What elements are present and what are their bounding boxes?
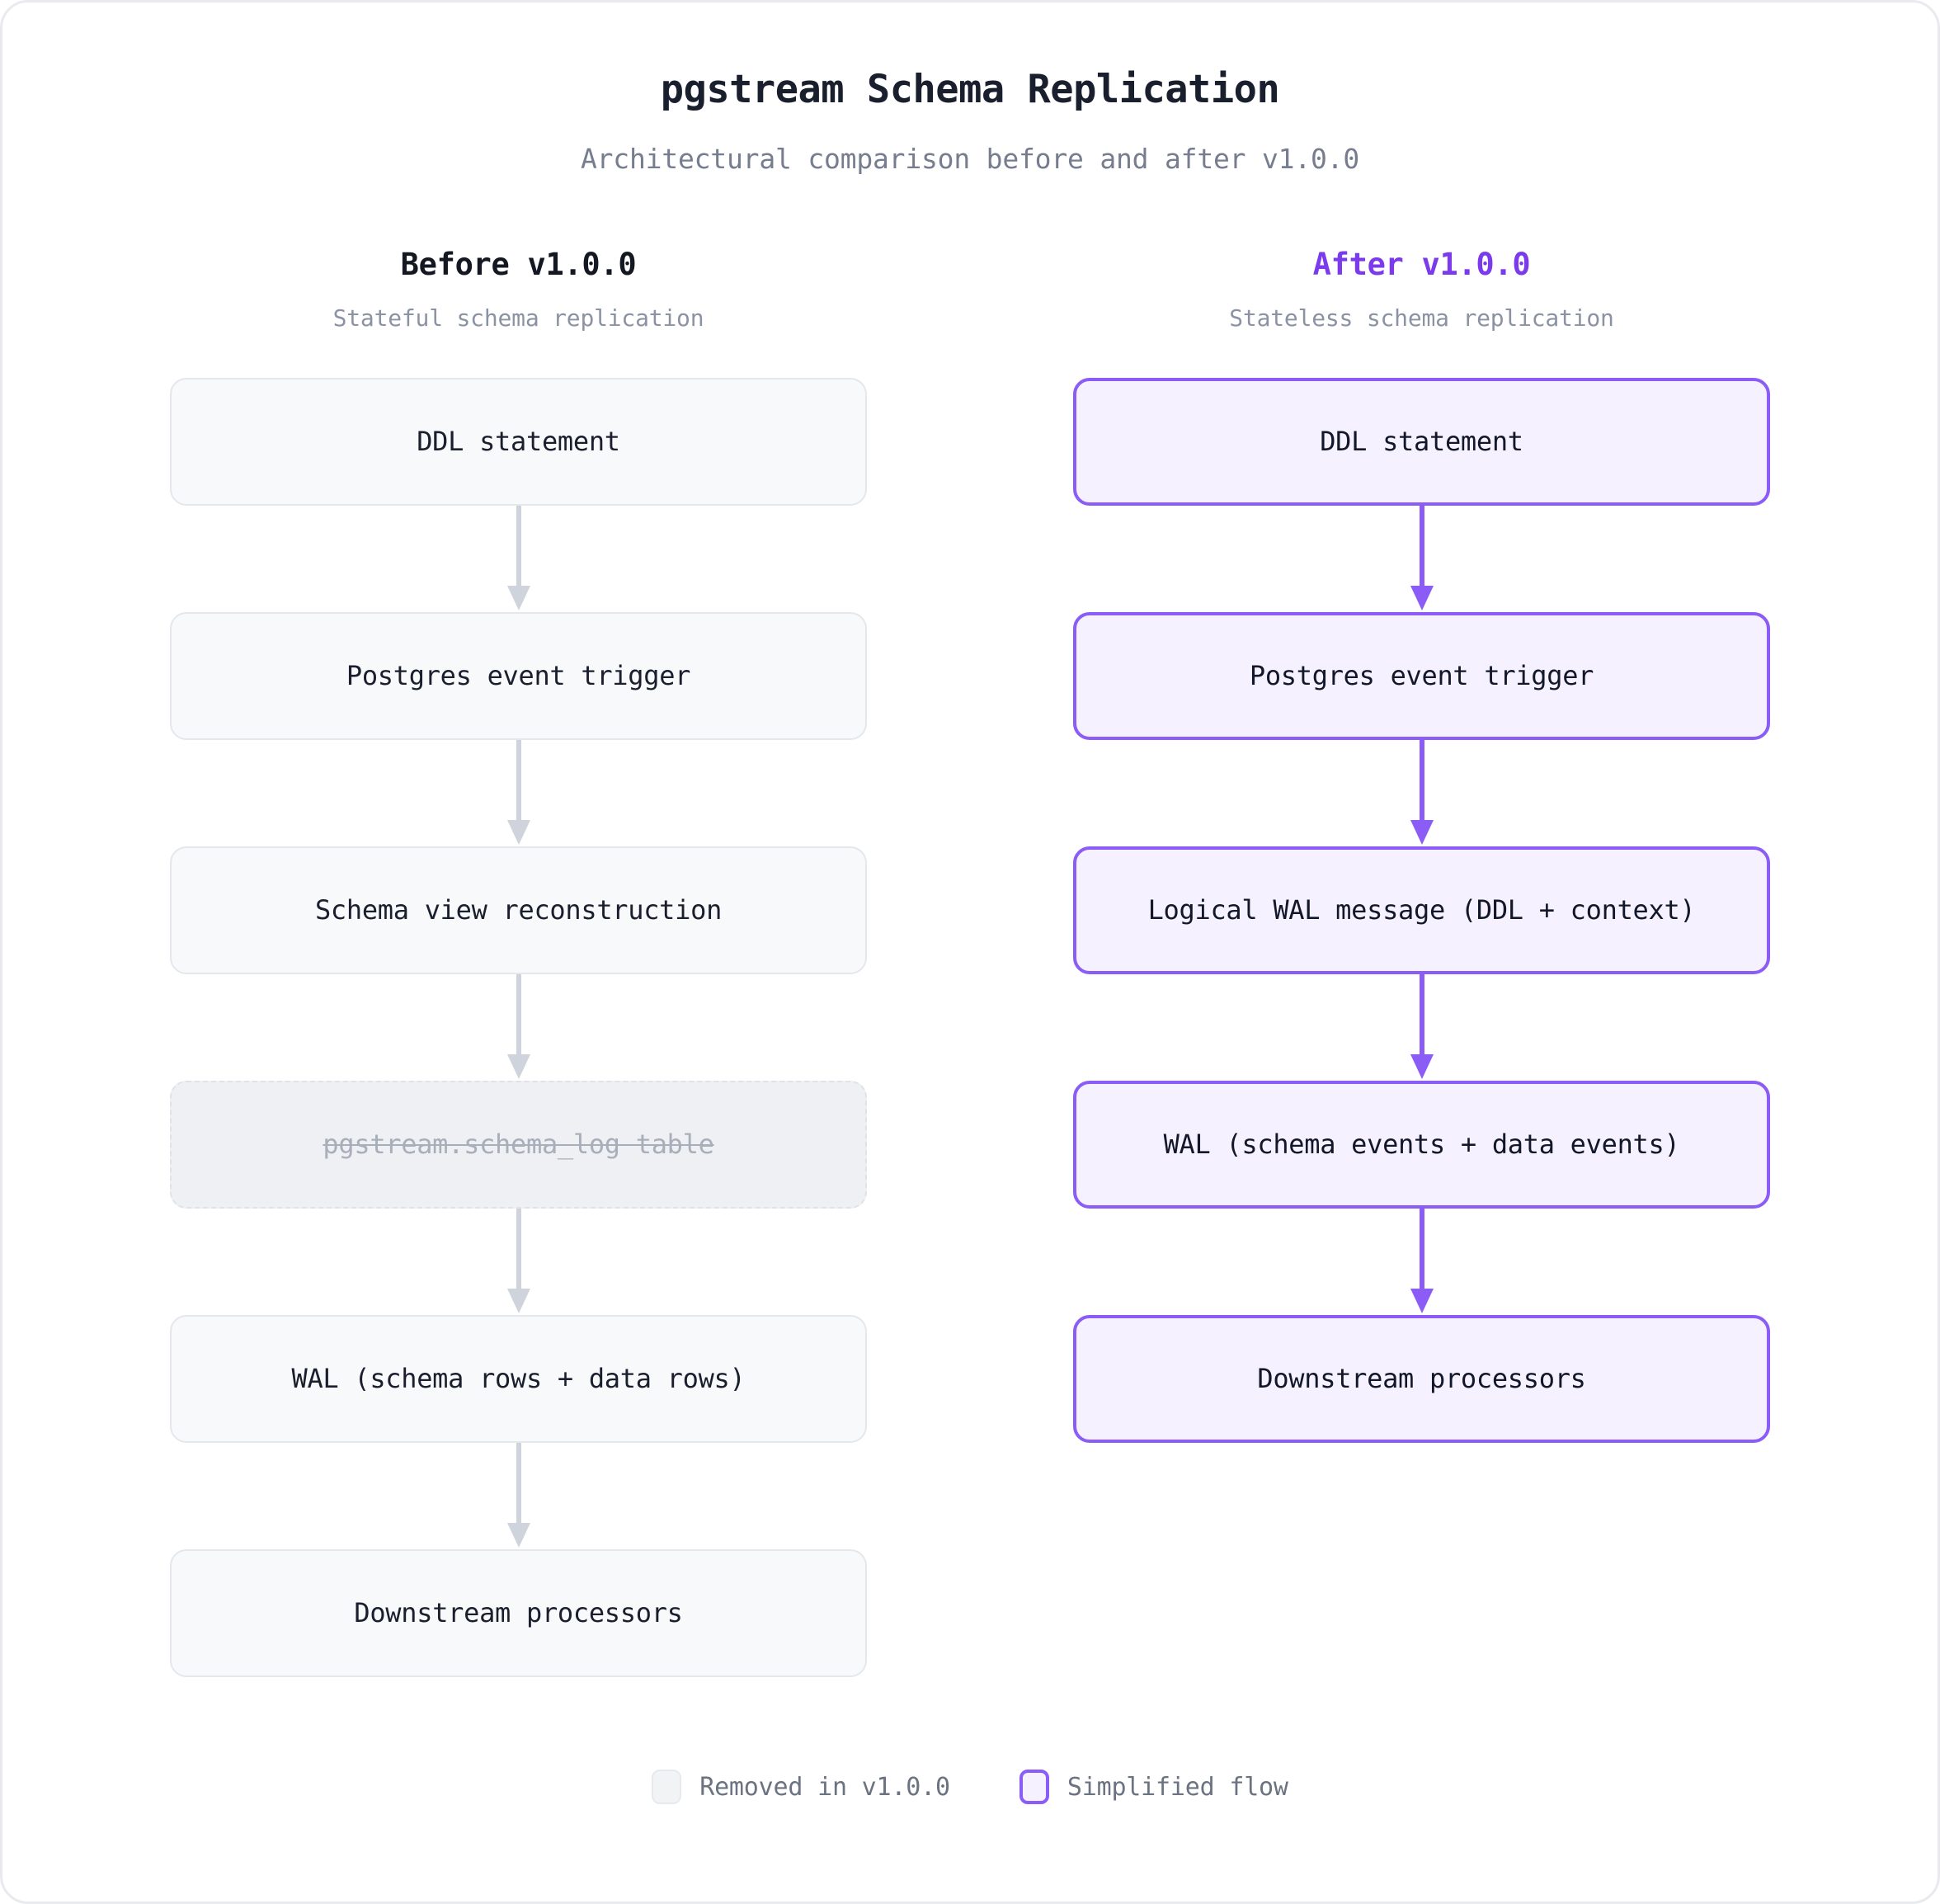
page-subtitle: Architectural comparison before and afte… — [580, 143, 1360, 176]
column-after: After v1.0.0 Stateless schema replicatio… — [1073, 246, 1770, 1676]
arrow-down-icon — [506, 1442, 530, 1548]
node-after-1[interactable]: Postgres event trigger — [1073, 611, 1770, 740]
node-label: WAL (schema rows + data rows) — [291, 1363, 746, 1395]
arrow-down-icon — [506, 973, 530, 1079]
arrow-down-icon — [1410, 739, 1434, 845]
arrow-before-1 — [170, 739, 867, 846]
node-after-3[interactable]: WAL (schema events + data events) — [1073, 1080, 1770, 1209]
node-label: Logical WAL message (DDL + context) — [1147, 894, 1696, 926]
arrow-before-2 — [170, 973, 867, 1081]
arrow-down-icon — [1410, 505, 1434, 610]
column-after-header: After v1.0.0 Stateless schema replicatio… — [1073, 246, 1770, 331]
node-before-2[interactable]: Schema view reconstruction — [170, 846, 867, 974]
arrow-before-3 — [170, 1208, 867, 1315]
column-before-subtitle: Stateful schema replication — [332, 304, 704, 332]
page-title: pgstream Schema Replication — [660, 67, 1280, 112]
node-before-4[interactable]: WAL (schema rows + data rows) — [170, 1314, 867, 1443]
legend-label-removed: Removed in v1.0.0 — [699, 1772, 950, 1802]
diagram-header: pgstream Schema Replication Architectura… — [2, 2, 1938, 175]
node-label: Postgres event trigger — [346, 660, 691, 692]
legend-item-simplified: Simplified flow — [1019, 1770, 1288, 1804]
legend-label-simplified: Simplified flow — [1067, 1772, 1288, 1802]
flow-before: DDL statement Postgres event trigger — [170, 377, 867, 1677]
node-before-1[interactable]: Postgres event trigger — [170, 611, 867, 740]
arrow-after-3 — [1073, 1208, 1770, 1315]
node-before-5[interactable]: Downstream processors — [170, 1548, 867, 1677]
column-before-header: Before v1.0.0 Stateful schema replicatio… — [170, 246, 867, 331]
flow-after: DDL statement Postgres event trigger — [1073, 377, 1770, 1443]
node-before-3-removed[interactable]: pgstream.schema_log table — [170, 1080, 867, 1209]
arrow-after-2 — [1073, 973, 1770, 1081]
column-before-title: Before v1.0.0 — [400, 247, 637, 283]
node-label: DDL statement — [417, 426, 620, 458]
node-label: Downstream processors — [1257, 1363, 1586, 1395]
arrow-down-icon — [506, 1208, 530, 1313]
arrow-down-icon — [1410, 973, 1434, 1079]
node-label: Schema view reconstruction — [314, 894, 723, 926]
arrow-after-1 — [1073, 739, 1770, 846]
legend-item-removed: Removed in v1.0.0 — [652, 1770, 950, 1804]
column-after-subtitle: Stateless schema replication — [1229, 304, 1614, 332]
column-before: Before v1.0.0 Stateful schema replicatio… — [170, 246, 867, 1677]
arrow-down-icon — [506, 739, 530, 845]
arrow-after-0 — [1073, 505, 1770, 612]
legend: Removed in v1.0.0 Simplified flow — [2, 1770, 1938, 1804]
node-label: pgstream.schema_log table — [323, 1129, 714, 1161]
node-label: Postgres event trigger — [1249, 660, 1594, 692]
legend-swatch-removed-icon — [652, 1770, 682, 1804]
arrow-before-4 — [170, 1442, 867, 1549]
node-after-0[interactable]: DDL statement — [1073, 377, 1770, 506]
arrow-down-icon — [506, 505, 530, 610]
arrow-before-0 — [170, 505, 867, 612]
node-after-2[interactable]: Logical WAL message (DDL + context) — [1073, 846, 1770, 974]
column-after-title: After v1.0.0 — [1312, 247, 1531, 283]
node-label: DDL statement — [1320, 426, 1523, 458]
node-after-4[interactable]: Downstream processors — [1073, 1314, 1770, 1443]
node-before-0[interactable]: DDL statement — [170, 377, 867, 506]
node-label: Downstream processors — [354, 1597, 683, 1629]
legend-swatch-simplified-icon — [1019, 1770, 1049, 1804]
comparison-columns: Before v1.0.0 Stateful schema replicatio… — [2, 246, 1938, 1677]
arrow-down-icon — [1410, 1208, 1434, 1313]
node-label: WAL (schema events + data events) — [1163, 1129, 1680, 1161]
